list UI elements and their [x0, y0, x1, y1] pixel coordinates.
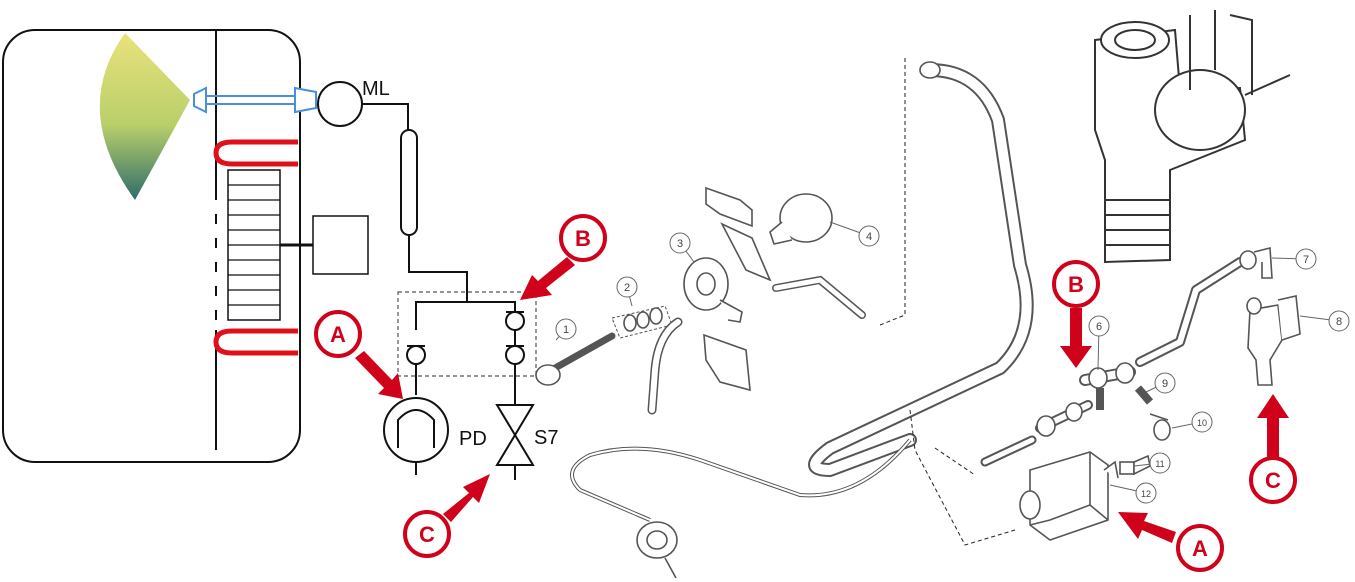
wash-motor-ml-icon	[317, 81, 363, 127]
callout-arrows	[355, 257, 1289, 543]
part-number-2-text: 2	[624, 282, 630, 294]
callout-a-right-letter: A	[1192, 536, 1208, 561]
part-number-6: 6	[1088, 315, 1110, 371]
callout-c-right: C	[1249, 456, 1297, 504]
part-3-flange	[683, 257, 743, 323]
arrow-b-left	[520, 257, 575, 300]
part-number-4-text: 4	[866, 231, 872, 243]
callout-c-left: C	[403, 510, 451, 558]
check-valve-s7-top-icon	[505, 311, 525, 331]
part-number-9: 9	[1145, 372, 1176, 394]
part-7-elbow	[1239, 246, 1273, 279]
arrow-a-left	[355, 351, 403, 399]
control-box	[312, 215, 369, 275]
heater-element-bottom-icon	[213, 328, 298, 356]
callout-c-left-letter: C	[419, 522, 435, 547]
spray-nozzle-icon	[193, 86, 317, 114]
part-number-1-text: 1	[563, 324, 569, 336]
label-ml: ML	[362, 78, 390, 100]
part-2-seal-rings	[611, 305, 673, 339]
part-12-solenoid-valve	[1019, 451, 1119, 541]
schematic-panel: ML PD	[2, 29, 558, 480]
heater-tube-icon	[400, 129, 418, 236]
callout-a-left-letter: A	[330, 322, 346, 347]
callout-layer: A B C B A C	[314, 214, 1297, 572]
spray-fan-icon	[99, 33, 190, 200]
inlet-valve-closeup	[1094, 10, 1291, 264]
part-number-11-text: 11	[1155, 459, 1164, 469]
drain-pump-pd-icon	[383, 397, 449, 475]
part-number-8: 8	[1299, 310, 1350, 332]
filter-stack-icon	[227, 169, 281, 321]
part-6-t-connector	[1079, 362, 1136, 410]
solenoid-valve-s7-icon	[495, 404, 535, 480]
heater-element-top-icon	[213, 139, 298, 167]
callout-b-left-letter: B	[575, 226, 591, 251]
arrow-a-right	[1118, 512, 1176, 543]
part-number-2: 2	[616, 276, 638, 307]
part-number-10-text: 10	[1197, 418, 1207, 428]
part-number-12-text: 12	[1141, 489, 1151, 499]
part-1-pipe	[535, 332, 616, 386]
part-number-8-text: 8	[1336, 316, 1342, 328]
part-number-12: 12	[1109, 482, 1157, 504]
part-number-4: 4	[829, 221, 880, 247]
lower-bracket	[703, 333, 751, 392]
callout-b-left: B	[559, 214, 607, 262]
part-10-fitting	[1149, 413, 1171, 441]
arrow-b-right	[1060, 308, 1092, 368]
callout-c-right-letter: C	[1265, 468, 1281, 493]
check-valve-pd-icon	[406, 345, 426, 365]
upper-bracket	[705, 186, 753, 228]
part-number-3: 3	[669, 232, 695, 263]
part-6-lower-connector	[1035, 400, 1093, 437]
part-number-1: 1	[555, 318, 577, 341]
part-number-6-text: 6	[1096, 321, 1102, 333]
part-number-10: 10	[1171, 411, 1213, 433]
part-number-7-text: 7	[1303, 254, 1309, 266]
part-8-inlet-valve	[1246, 295, 1301, 386]
label-s7: S7	[534, 427, 558, 449]
check-valve-s7-bottom-icon	[505, 345, 525, 365]
label-pd: PD	[459, 428, 487, 450]
sump-cap	[636, 521, 678, 579]
arrow-c-left	[443, 474, 490, 522]
part-number-7: 7	[1271, 248, 1317, 270]
part-4-motor	[769, 193, 833, 245]
part-number-3-text: 3	[677, 238, 683, 250]
valve-block-dashed	[397, 291, 537, 377]
callout-a-right: A	[1176, 524, 1224, 572]
callout-b-right: B	[1052, 260, 1100, 308]
callout-a-left: A	[314, 310, 362, 358]
part-number-11: 11	[1133, 452, 1171, 474]
exploded-parts	[535, 10, 1301, 579]
part-number-9-text: 9	[1162, 378, 1168, 390]
callout-b-right-letter: B	[1068, 272, 1084, 297]
arrow-c-right	[1257, 394, 1289, 458]
